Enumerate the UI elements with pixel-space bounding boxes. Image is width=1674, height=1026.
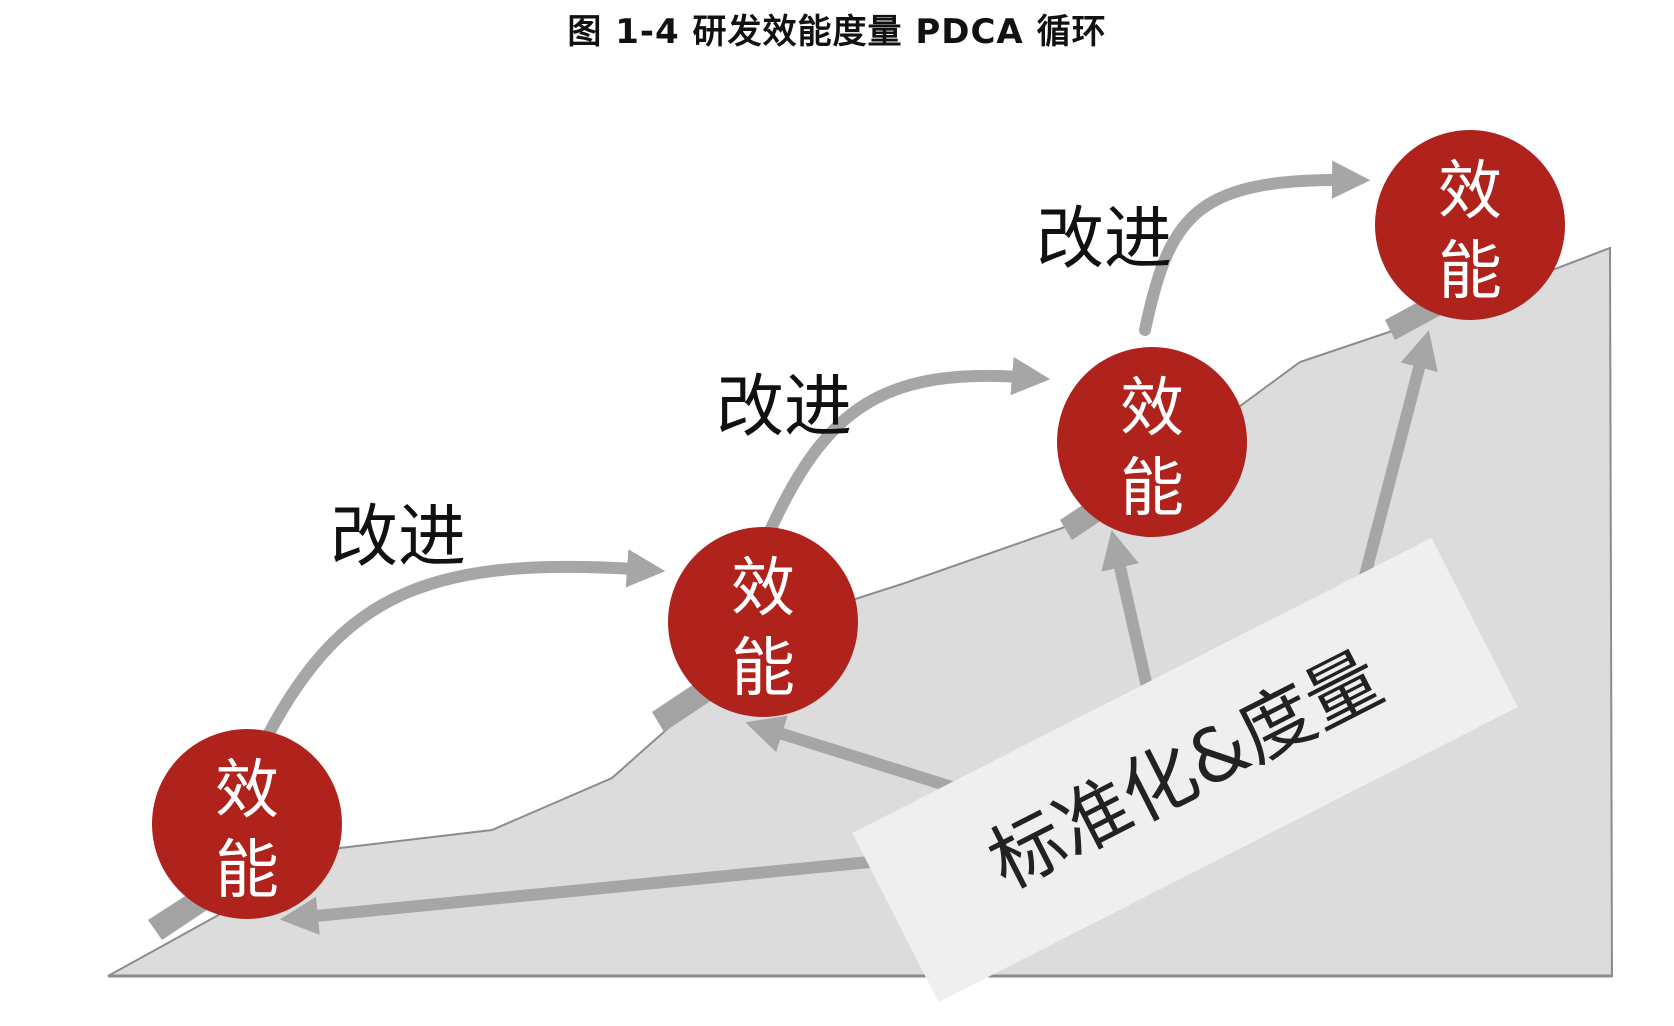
efficiency-node-4: 效 能 [1375,130,1565,320]
improve-label-2: 改进 [716,368,852,447]
improvement-arrows [262,160,1371,741]
foundation-arrows [279,330,1438,935]
improve-arrow-2 [762,356,1051,541]
efficiency-node-2: 效 能 [668,527,858,717]
node-2-line1: 效 [731,552,795,626]
foundation-arrow-1 [279,856,876,935]
node-3-line2: 能 [1120,452,1184,526]
efficiency-node-1: 效 能 [152,729,342,919]
efficiency-node-3: 效 能 [1057,347,1247,537]
node-4-line1: 效 [1438,155,1502,229]
node-3-line1: 效 [1120,372,1184,446]
node-1-line1: 效 [215,754,279,828]
improve-label-3: 改进 [1036,200,1172,279]
node-2-line2: 能 [731,632,795,706]
improve-label-1: 改进 [330,498,466,577]
foundation-arrow-4 [1354,330,1438,601]
foundation-arrow-2 [745,715,961,794]
improve-arrow-3 [1139,160,1371,336]
improve-arrow-1 [262,549,666,741]
figure-title: 图 1-4 研发效能度量 PDCA 循环 [567,12,1107,52]
node-1-line2: 能 [215,834,279,908]
foundation-arrow-3 [1101,530,1156,706]
node-4-line2: 能 [1438,235,1502,309]
